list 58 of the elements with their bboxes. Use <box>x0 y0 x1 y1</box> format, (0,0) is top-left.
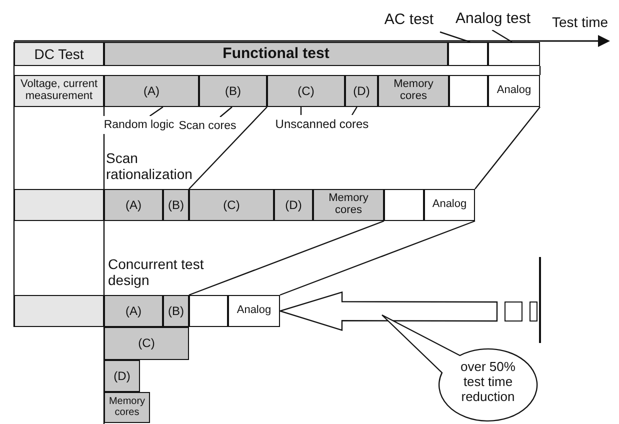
process-box <box>14 42 104 66</box>
connector-line <box>280 220 476 296</box>
box-label: (A) <box>126 304 142 318</box>
box-label: (C) <box>298 84 314 98</box>
connector-line <box>188 106 268 190</box>
process-box <box>267 75 345 107</box>
process-box <box>345 75 378 107</box>
process-box <box>199 75 267 107</box>
process-box <box>274 189 313 221</box>
box-label: (B) <box>168 198 184 212</box>
process-box <box>163 295 189 327</box>
speech-bubble <box>380 313 540 422</box>
process-box <box>488 75 540 107</box>
connector-line <box>474 106 540 190</box>
connector-line <box>220 106 232 118</box>
box-label: Analog <box>236 305 272 317</box>
stage-label: Concurrent test design <box>108 256 205 288</box>
bubble-text: over 50% test time reduction <box>460 360 516 405</box>
box-label: DC Test <box>34 46 84 62</box>
process-box <box>378 75 449 107</box>
box-label: (C) <box>223 198 240 212</box>
box-label: Analog <box>496 85 532 97</box>
box-label: (D) <box>285 198 302 212</box>
box-label: Memory cores <box>392 79 434 103</box>
process-box <box>313 189 384 221</box>
process-box <box>14 75 104 107</box>
box-label: (B) <box>225 84 241 98</box>
process-box <box>104 295 163 327</box>
box-label: Memory cores <box>328 193 370 217</box>
process-box <box>189 189 274 221</box>
process-box <box>424 189 475 221</box>
annotation-text: Random logic <box>103 116 175 134</box>
box-label: Memory cores <box>108 397 146 418</box>
connector-line <box>492 29 512 43</box>
process-box <box>104 42 448 66</box>
box-label: (D) <box>114 370 130 382</box>
process-box <box>104 189 163 221</box>
process-box <box>104 75 199 107</box>
box-label: (C) <box>138 337 155 350</box>
connector-line <box>440 31 470 43</box>
box-label: Functional test <box>222 46 330 62</box>
process-box <box>104 327 189 360</box>
process-box <box>104 392 150 423</box>
process-box <box>228 295 280 327</box>
process-box <box>163 189 189 221</box>
box-label: Voltage, current measurement <box>19 79 99 103</box>
box-label: Analog <box>432 199 467 211</box>
box-label: (A) <box>144 84 160 98</box>
connector-line <box>351 106 358 116</box>
box-label: (A) <box>126 198 142 212</box>
box-label: (B) <box>168 304 184 318</box>
box-label: (D) <box>353 84 370 98</box>
connector-line <box>149 106 164 116</box>
block-arrow <box>278 291 498 331</box>
axis-label: Test time <box>552 14 610 30</box>
process-box <box>104 360 140 392</box>
connector-line <box>188 220 384 296</box>
stage-label: Scan rationalization <box>106 150 194 182</box>
